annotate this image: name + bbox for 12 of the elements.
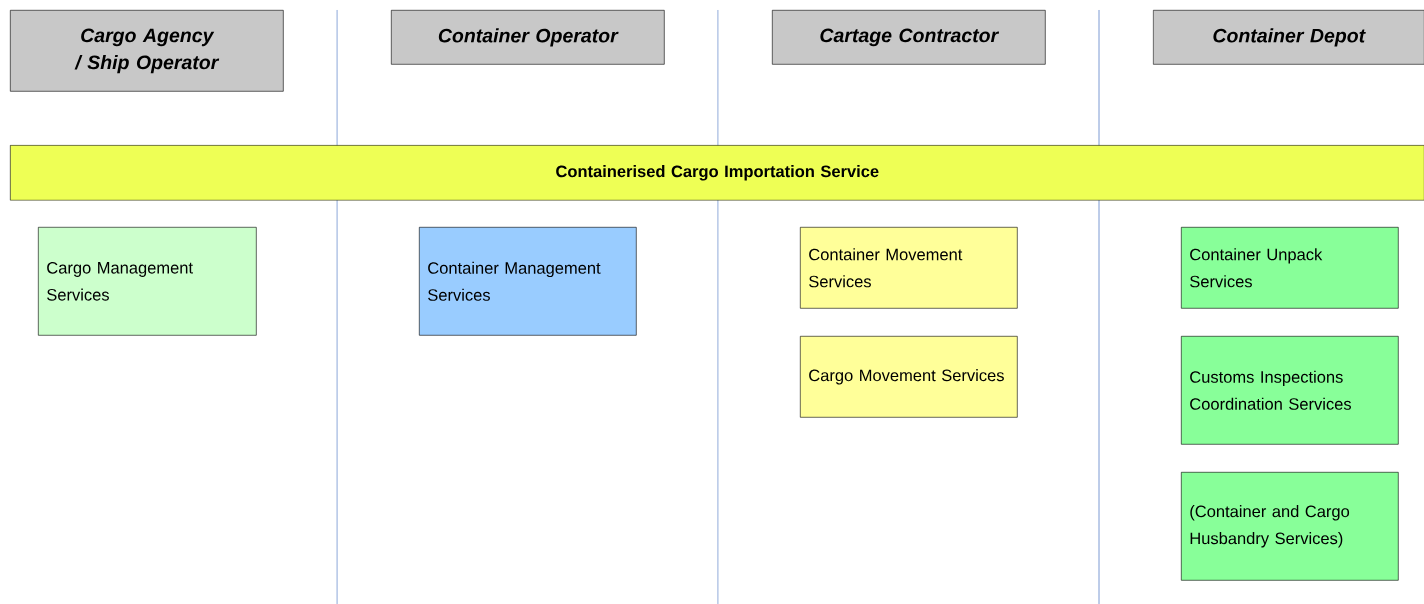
- service-box: Container Unpack Services: [1181, 227, 1399, 309]
- lane-header-box: Cartage Contractor: [772, 10, 1046, 65]
- service-box: Cargo Movement Services: [800, 336, 1018, 418]
- service-box: Container Movement Services: [800, 227, 1018, 309]
- service-box: Container Management Services: [419, 227, 637, 336]
- lane-header-box: Container Depot: [1153, 10, 1424, 65]
- service-band: Containerised Cargo Importation Service: [10, 145, 1424, 201]
- service-box: Cargo Management Services: [38, 227, 257, 336]
- lane-header-box: Container Operator: [391, 10, 665, 65]
- service-box: Customs Inspections Coordination Services: [1181, 336, 1399, 445]
- service-box: (Container and Cargo Husbandry Services): [1181, 472, 1399, 581]
- lane-header-box: Cargo Agency / Ship Operator: [10, 10, 284, 92]
